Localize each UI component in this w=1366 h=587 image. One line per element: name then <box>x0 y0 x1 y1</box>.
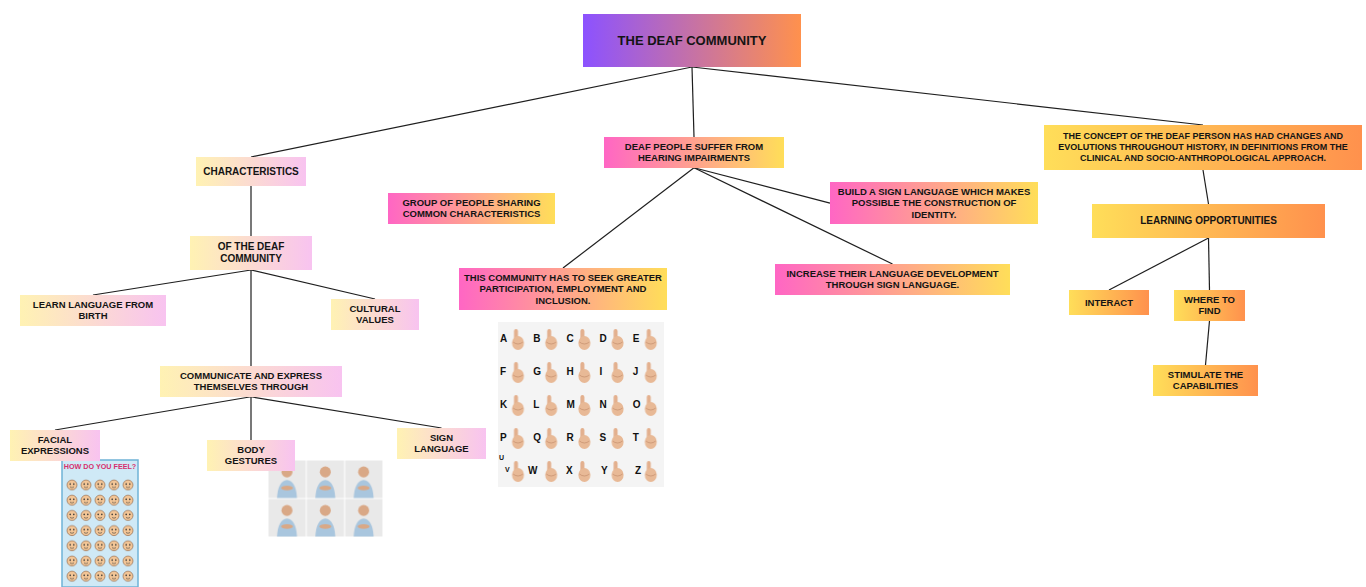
alphabet-letter: H <box>566 367 573 377</box>
alphabet-letter: S <box>600 433 607 443</box>
node-text: OF THE DEAF COMMUNITY <box>195 241 307 265</box>
topic-box: COMMUNICATE AND EXPRESS THEMSELVES THROU… <box>160 366 342 397</box>
connector-line <box>250 270 251 366</box>
node-text: THIS COMMUNITY HAS TO SEEK GREATER PARTI… <box>464 272 662 306</box>
connector-line <box>251 270 375 299</box>
connector-line <box>251 397 442 428</box>
connector-line <box>692 67 694 137</box>
topic-box: LEARNING OPPORTUNITIES <box>1092 204 1325 238</box>
topic-box: THE CONCEPT OF THE DEAF PERSON HAS HAD C… <box>1044 125 1362 170</box>
sign-alphabet-chart <box>498 322 664 487</box>
alphabet-letter: R <box>566 433 573 443</box>
topic-box: LEARN LANGUAGE FROM BIRTH <box>20 295 166 326</box>
node-text: FACIAL EXPRESSIONS <box>15 434 95 457</box>
node-text: COMMUNICATE AND EXPRESS THEMSELVES THROU… <box>165 370 337 393</box>
alphabet-letter: K <box>500 400 507 410</box>
node-text: STIMULATE THE CAPABILITIES <box>1158 369 1253 392</box>
node-text: INCREASE THEIR LANGUAGE DEVELOPMENT THRO… <box>780 268 1005 291</box>
alphabet-letter: L <box>533 400 539 410</box>
alphabet-letter: X <box>566 466 573 476</box>
alphabet-letter: A <box>500 334 507 344</box>
alphabet-letter: B <box>533 334 540 344</box>
connector-line <box>694 168 830 203</box>
topic-box: GROUP OF PEOPLE SHARING COMMON CHARACTER… <box>388 193 555 224</box>
node-text: LEARN LANGUAGE FROM BIRTH <box>25 299 161 322</box>
topic-box: THIS COMMUNITY HAS TO SEEK GREATER PARTI… <box>459 268 667 310</box>
alphabet-letter: O <box>633 400 641 410</box>
topic-box: CHARACTERISTICS <box>196 157 306 186</box>
topic-box: BUILD A SIGN LANGUAGE WHICH MAKES POSSIB… <box>830 182 1038 224</box>
node-text: LEARNING OPPORTUNITIES <box>1140 215 1277 227</box>
topic-box: WHERE TO FIND <box>1174 290 1245 321</box>
topic-box: SIGN LANGUAGE <box>397 428 486 459</box>
topic-box: CULTURAL VALUES <box>331 299 419 330</box>
node-text: WHERE TO FIND <box>1179 294 1240 317</box>
node-text: GROUP OF PEOPLE SHARING COMMON CHARACTER… <box>393 197 550 220</box>
node-text: BODY GESTURES <box>212 444 290 467</box>
poster-title: HOW DO YOU FEEL? <box>63 463 137 470</box>
faces-poster <box>62 460 138 587</box>
alphabet-letter: W <box>528 466 537 476</box>
alphabet-letter: E <box>633 334 640 344</box>
alphabet-letter: T <box>633 433 639 443</box>
topic-box: INCREASE THEIR LANGUAGE DEVELOPMENT THRO… <box>775 264 1010 295</box>
topic-box: BODY GESTURES <box>207 440 295 471</box>
connector-line <box>1209 238 1210 290</box>
connector-line <box>250 397 251 440</box>
node-text: THE CONCEPT OF THE DEAF PERSON HAS HAD C… <box>1049 131 1357 163</box>
connector-line <box>1109 238 1209 290</box>
alphabet-letter: G <box>533 367 541 377</box>
connector-line <box>93 270 251 295</box>
node-text: BUILD A SIGN LANGUAGE WHICH MAKES POSSIB… <box>835 186 1033 220</box>
alphabet-letter: J <box>633 367 639 377</box>
topic-box: INTERACT <box>1069 290 1149 315</box>
alphabet-letter: N <box>600 400 607 410</box>
alphabet-letter: D <box>600 334 607 344</box>
topic-box: FACIAL EXPRESSIONS <box>10 430 100 461</box>
gesture-photos <box>268 460 383 537</box>
alphabet-letter: V <box>505 466 510 473</box>
connector-line <box>1203 170 1209 204</box>
connector-line <box>55 397 251 430</box>
node-text: CHARACTERISTICS <box>203 166 299 178</box>
root-box: THE DEAF COMMUNITY <box>583 14 801 67</box>
alphabet-letter: Q <box>533 433 541 443</box>
alphabet-letter: M <box>566 400 574 410</box>
topic-box: OF THE DEAF COMMUNITY <box>190 236 312 270</box>
topic-box: STIMULATE THE CAPABILITIES <box>1153 365 1258 396</box>
alphabet-letter: U <box>499 454 504 461</box>
connector-line <box>250 186 251 236</box>
connector-line <box>692 67 1203 125</box>
node-text: CULTURAL VALUES <box>336 303 414 326</box>
node-text: INTERACT <box>1085 297 1133 308</box>
alphabet-letter: C <box>566 334 573 344</box>
node-text: THE DEAF COMMUNITY <box>618 33 767 49</box>
alphabet-letter: P <box>500 433 507 443</box>
node-text: DEAF PEOPLE SUFFER FROM HEARING IMPAIRME… <box>609 141 779 164</box>
alphabet-letter: F <box>500 367 506 377</box>
alphabet-letter: I <box>600 367 603 377</box>
node-text: SIGN LANGUAGE <box>402 432 481 455</box>
connector-line <box>563 168 694 268</box>
connector-line <box>1206 321 1210 365</box>
alphabet-letter: Y <box>601 466 608 476</box>
topic-box: DEAF PEOPLE SUFFER FROM HEARING IMPAIRME… <box>604 137 784 168</box>
alphabet-letter: Z <box>635 466 641 476</box>
